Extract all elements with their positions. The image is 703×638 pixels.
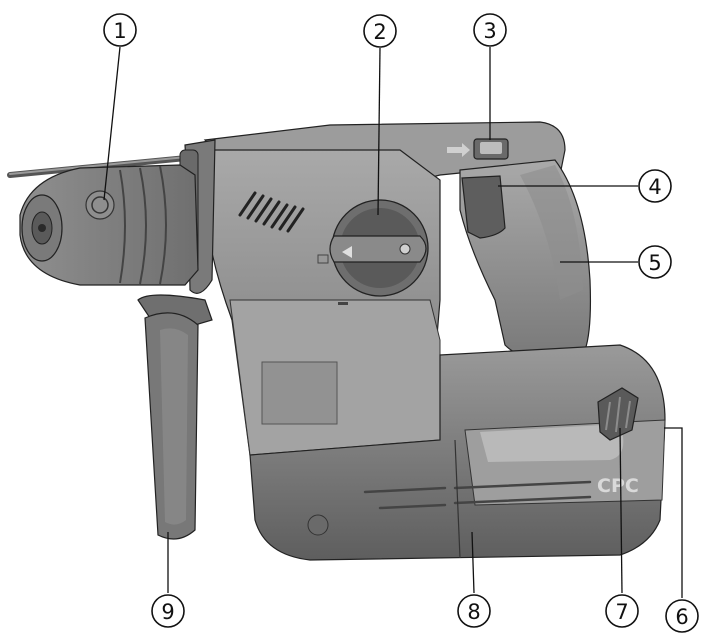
callout-4: 4 — [638, 169, 672, 203]
cooling-vents — [238, 191, 305, 233]
side-panel-recess — [261, 361, 338, 425]
svg-text:5: 5 — [648, 251, 661, 275]
svg-text:1: 1 — [113, 19, 126, 43]
svg-text:7: 7 — [615, 600, 628, 624]
brand-label: CPC — [597, 475, 639, 497]
callout-3: 3 — [473, 13, 507, 47]
callout-5: 5 — [638, 245, 672, 279]
svg-text:3: 3 — [483, 19, 496, 43]
svg-text:8: 8 — [467, 600, 480, 624]
function-selector-dial[interactable] — [329, 199, 429, 297]
leader-lines — [103, 46, 683, 598]
side-handle[interactable] — [137, 294, 213, 540]
forward-reverse-switch[interactable] — [447, 138, 509, 160]
svg-text:4: 4 — [648, 175, 661, 199]
svg-text:9: 9 — [161, 600, 174, 624]
mode-symbols — [317, 254, 348, 305]
battery-release-button[interactable] — [597, 387, 639, 441]
handle-grip-shading — [520, 165, 583, 300]
callout-7: 7 — [605, 594, 639, 628]
chuck[interactable] — [19, 164, 199, 286]
callout-8: 8 — [457, 594, 491, 628]
callout-1: 1 — [103, 13, 137, 47]
callout-6: 6 — [665, 599, 699, 633]
trigger-switch[interactable] — [461, 175, 506, 239]
battery-pack[interactable] — [249, 344, 666, 561]
svg-text:6: 6 — [675, 605, 688, 629]
callout-2: 2 — [363, 14, 397, 48]
callout-9: 9 — [151, 594, 185, 628]
svg-text:2: 2 — [373, 20, 386, 44]
